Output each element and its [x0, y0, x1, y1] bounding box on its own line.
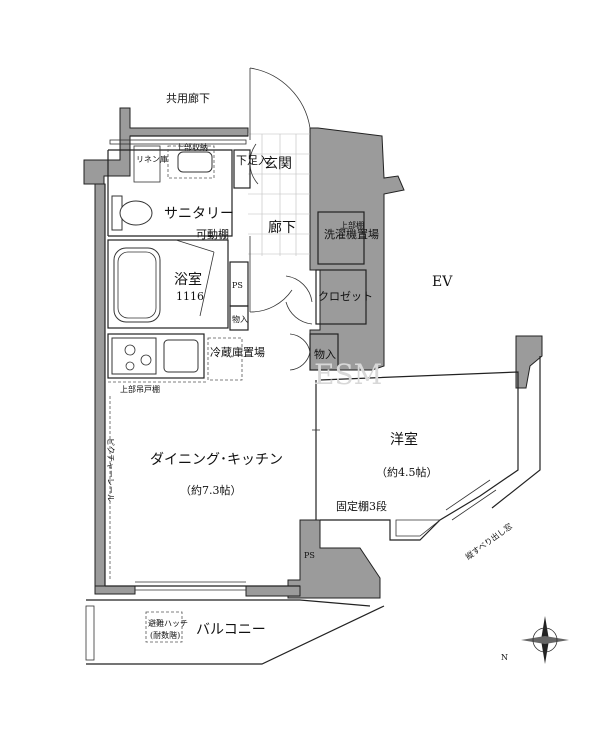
label-upper-storage: 上部収納	[176, 142, 208, 152]
label-ps2: PS	[304, 551, 315, 560]
label-hatch-2: (耐数階)	[150, 630, 180, 640]
label-shoe: 下足入	[236, 154, 269, 167]
label-balcony: バルコニー	[196, 622, 266, 638]
outline-unit	[104, 135, 300, 587]
label-corridor: 共用廊下	[166, 91, 210, 105]
wall-left-stub	[83, 149, 131, 185]
label-western-size: （約4.5帖）	[376, 465, 438, 479]
label-western: 洋室	[390, 431, 418, 448]
kitchen-counter	[107, 333, 205, 379]
label-ps1: PS	[232, 281, 243, 290]
hallway-tiles	[248, 133, 310, 256]
label-storage2: 物入	[314, 347, 336, 361]
wall-sanitary	[107, 149, 233, 237]
compass: N	[501, 616, 569, 664]
label-linen: リネン庫	[136, 154, 168, 164]
label-storage1: 物入	[232, 314, 248, 324]
wall-bottom-mid	[287, 519, 381, 599]
label-fridge: 冷蔵庫置場	[210, 345, 265, 359]
label-bath-size: 1116	[176, 290, 204, 303]
fridge-space	[207, 337, 243, 381]
wall-bottom	[94, 585, 136, 595]
label-sanitary: サニタリー	[164, 206, 234, 222]
label-dk-size: （約7.3帖）	[180, 483, 242, 497]
watermark: ESM	[314, 358, 382, 391]
label-hallway: 廊下	[268, 219, 296, 236]
label-entrance: 玄関	[264, 155, 292, 172]
label-dk: ダイニング･キッチン	[150, 452, 283, 468]
label-washer: 洗濯機置場	[324, 227, 379, 241]
label-ev: EV	[432, 274, 453, 290]
svg-text:N: N	[501, 653, 508, 662]
evac-hatch	[145, 611, 183, 643]
label-movable-shelf: 可動棚	[196, 227, 229, 241]
label-upper-shelf: 上部棚	[340, 220, 364, 230]
entrance-door	[249, 67, 311, 140]
wall-bottom-right	[245, 585, 301, 597]
wall-left	[94, 183, 106, 587]
wall-right-pier	[515, 335, 543, 389]
label-picture-rail: ピクチャーレール	[106, 438, 115, 502]
label-hatch-1: 避難ハッチ	[148, 618, 188, 628]
balcony	[86, 599, 385, 665]
label-closet: クロゼット	[318, 290, 373, 303]
label-fixed-shelf: 固定棚3段	[336, 499, 387, 513]
wall-ev	[309, 127, 405, 371]
label-window-note: 縦すべり出し窓	[463, 521, 514, 562]
label-upper-cabinet: 上部吊戸棚	[120, 384, 160, 394]
western-room	[319, 371, 519, 541]
label-bath: 浴室	[174, 271, 202, 288]
